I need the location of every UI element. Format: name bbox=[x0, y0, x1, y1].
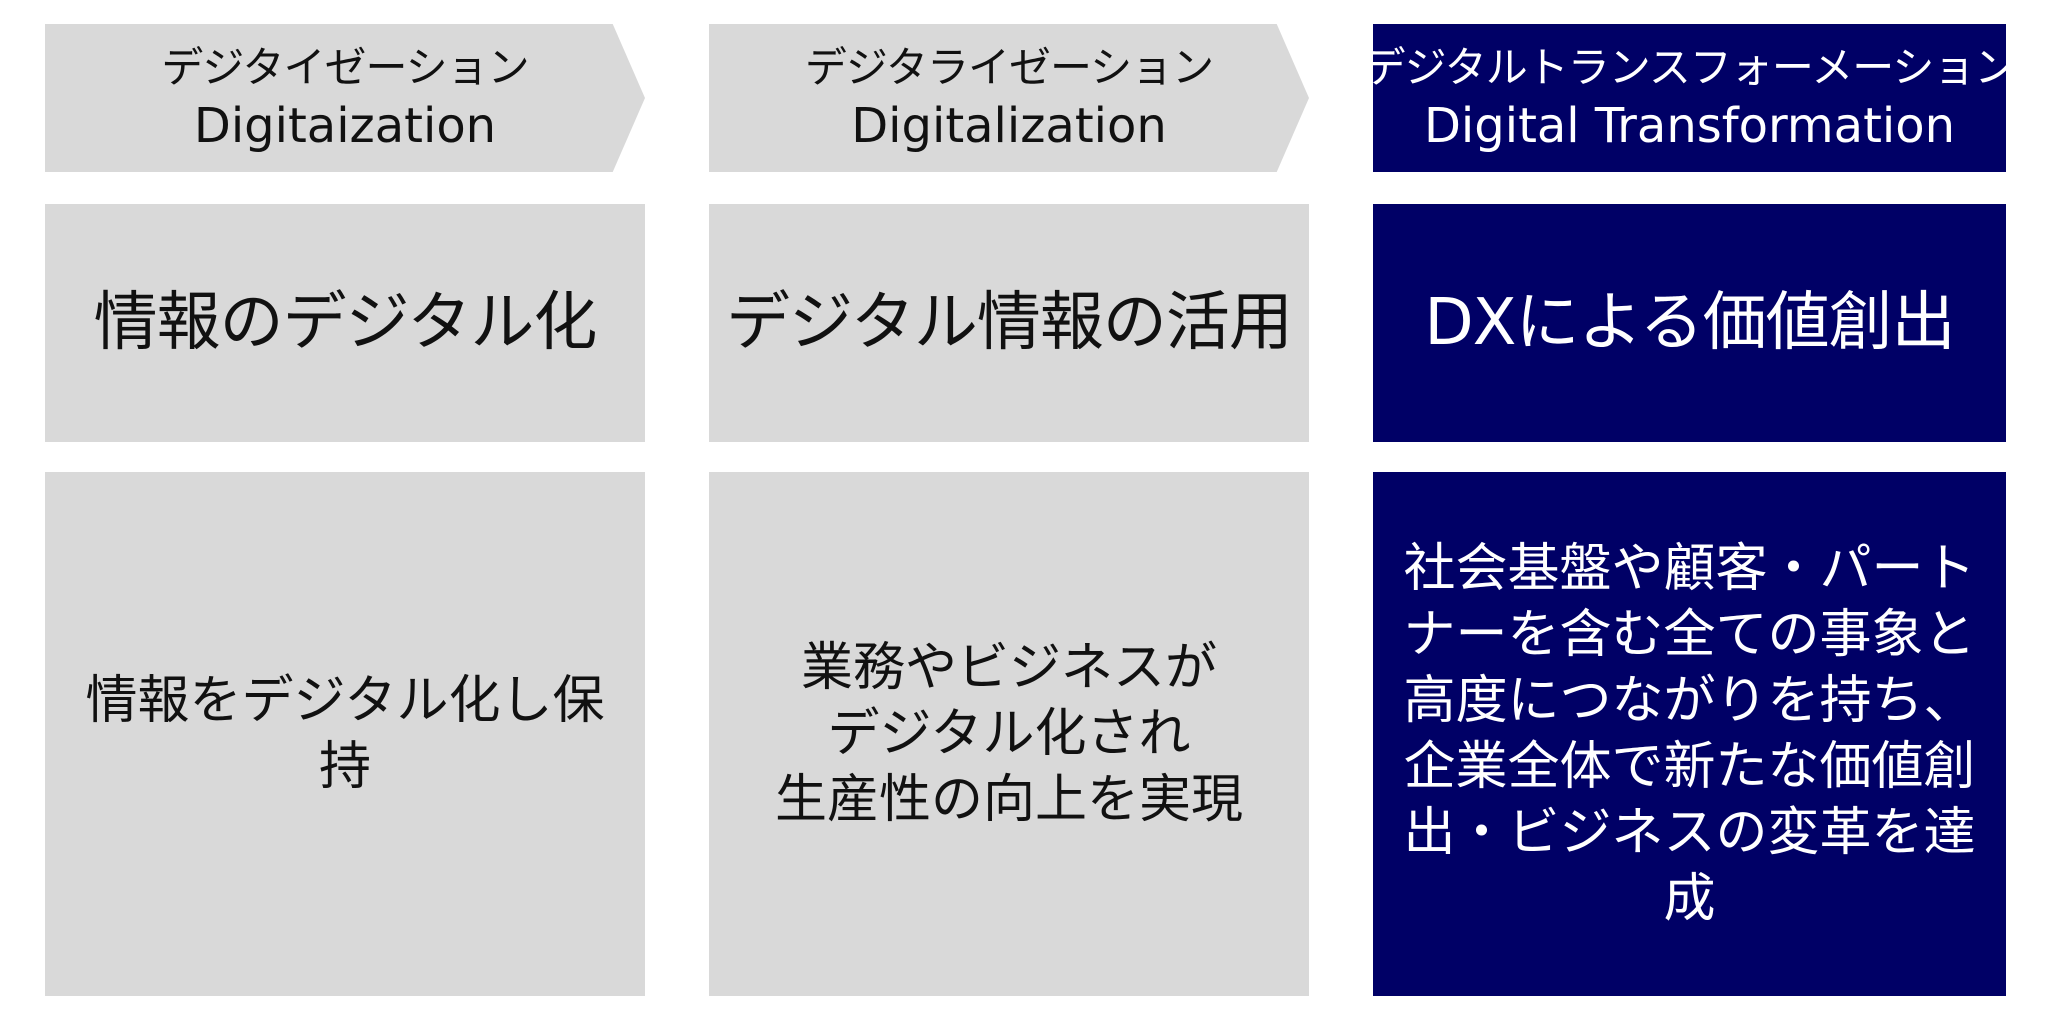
stage-digitalization: デジタライゼーション Digitalization デジタル情報の活用 業務やビ… bbox=[709, 0, 1309, 1012]
stage-description-box: 業務やビジネスが デジタル化され 生産性の向上を実現 bbox=[709, 472, 1309, 996]
stage-title-box: DXによる価値創出 bbox=[1373, 204, 2006, 442]
stage-digital-transformation: デジタルトランスフォーメーション Digital Transformation … bbox=[1364, 0, 2016, 1012]
stage-header-digital-transformation: デジタルトランスフォーメーション Digital Transformation bbox=[1364, 24, 2016, 172]
stage-header-digitization: デジタイゼーション Digitaization bbox=[45, 24, 645, 172]
stage-title: 情報のデジタル化 bbox=[93, 286, 598, 360]
stage-header-english: Digitaization bbox=[193, 98, 497, 154]
stage-title: デジタル情報の活用 bbox=[726, 286, 1293, 360]
chevron-arrow-shape bbox=[45, 24, 645, 172]
stage-digitization: デジタイゼーション Digitaization 情報のデジタル化 情報をデジタル… bbox=[45, 0, 645, 1012]
stage-description-box: 社会基盤や顧客・パートナーを含む全ての事象と高度につながりを持ち、企業全体で新た… bbox=[1373, 472, 2006, 996]
stage-header-kana: デジタライゼーション bbox=[804, 43, 1214, 92]
stage-title: DXによる価値創出 bbox=[1424, 286, 1955, 360]
stage-header-kana: デジタイゼーション bbox=[161, 43, 529, 92]
stage-header-english: Digitalization bbox=[851, 98, 1167, 154]
stage-header-kana: デジタルトランスフォーメーション bbox=[1363, 43, 2017, 92]
stage-title-box: デジタル情報の活用 bbox=[709, 204, 1309, 442]
stage-description: 業務やビジネスが デジタル化され 生産性の向上を実現 bbox=[774, 638, 1243, 830]
header-rect-shape bbox=[1373, 24, 2006, 172]
chevron-arrow-shape bbox=[709, 24, 1309, 172]
stage-description: 情報をデジタル化し保持 bbox=[85, 671, 605, 797]
stage-description-box: 情報をデジタル化し保持 bbox=[45, 472, 645, 996]
stage-header-digitalization: デジタライゼーション Digitalization bbox=[709, 24, 1309, 172]
stage-title-box: 情報のデジタル化 bbox=[45, 204, 645, 442]
stage-header-english: Digital Transformation bbox=[1423, 98, 1956, 154]
stage-description: 社会基盤や顧客・パートナーを含む全ての事象と高度につながりを持ち、企業全体で新た… bbox=[1403, 539, 1976, 929]
